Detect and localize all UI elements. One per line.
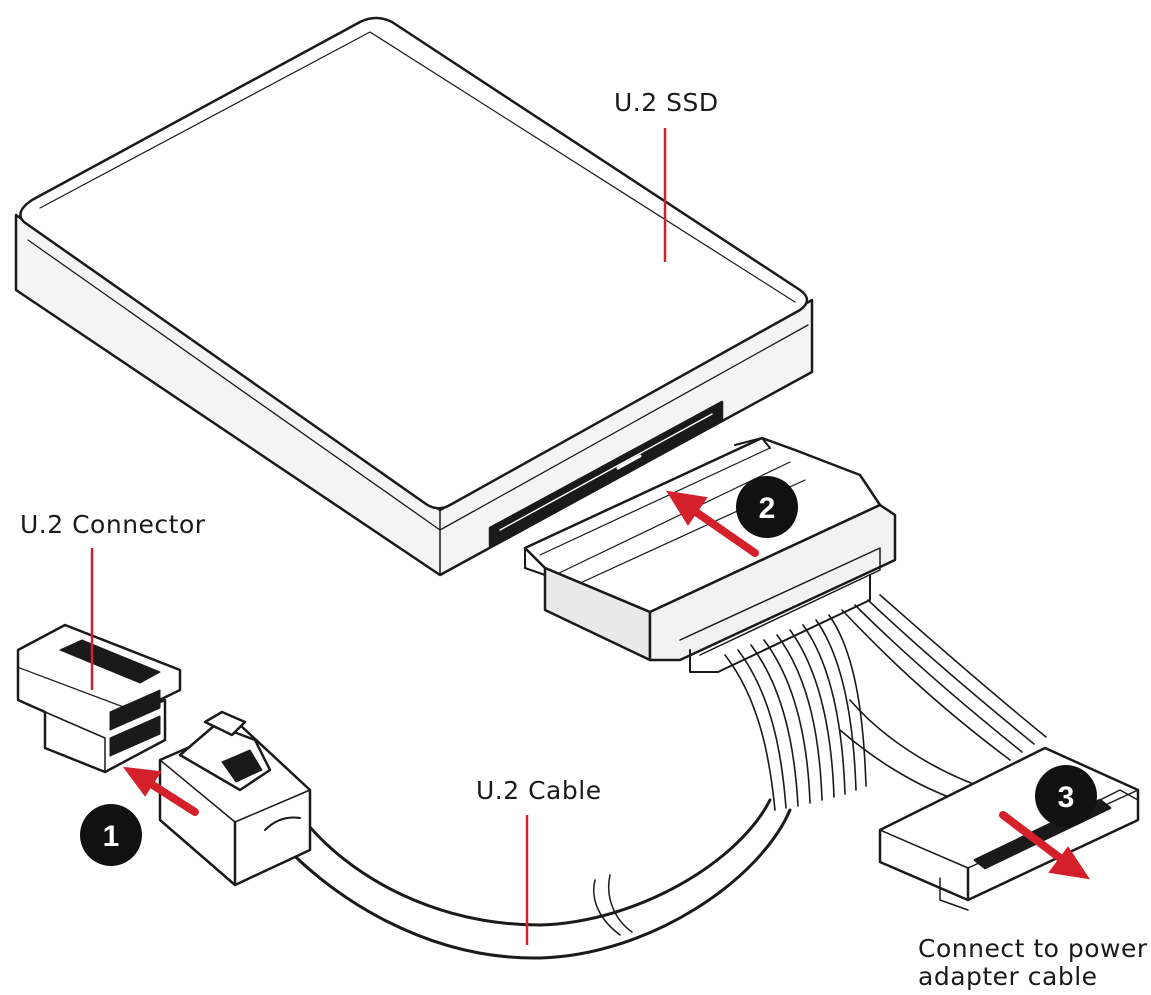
insert-arrow-1 (122, 766, 199, 816)
u2-cable-plug (158, 710, 312, 887)
power-label-line1: Connect to power (918, 934, 1148, 963)
ssd-drive (14, 16, 814, 577)
ssd-label: U.2 SSD (614, 88, 719, 117)
step-number-2: 2 (759, 492, 776, 525)
step-badge-3: 3 (1035, 765, 1097, 827)
u2-board-connector (16, 623, 182, 774)
power-connector (878, 746, 1140, 911)
u2-cable-body (268, 798, 792, 960)
step-badge-1: 1 (80, 804, 142, 866)
step-number-1: 1 (103, 820, 120, 853)
power-label-line2: adapter cable (918, 962, 1098, 991)
step-number-3: 3 (1058, 781, 1075, 814)
ssd-cable-connector (523, 436, 897, 673)
cable-label: U.2 Cable (476, 776, 602, 805)
connector-label: U.2 Connector (20, 510, 206, 539)
insert-arrow-2 (665, 490, 759, 557)
pull-arrow-3 (999, 811, 1091, 880)
step-badge-2: 2 (736, 476, 798, 538)
